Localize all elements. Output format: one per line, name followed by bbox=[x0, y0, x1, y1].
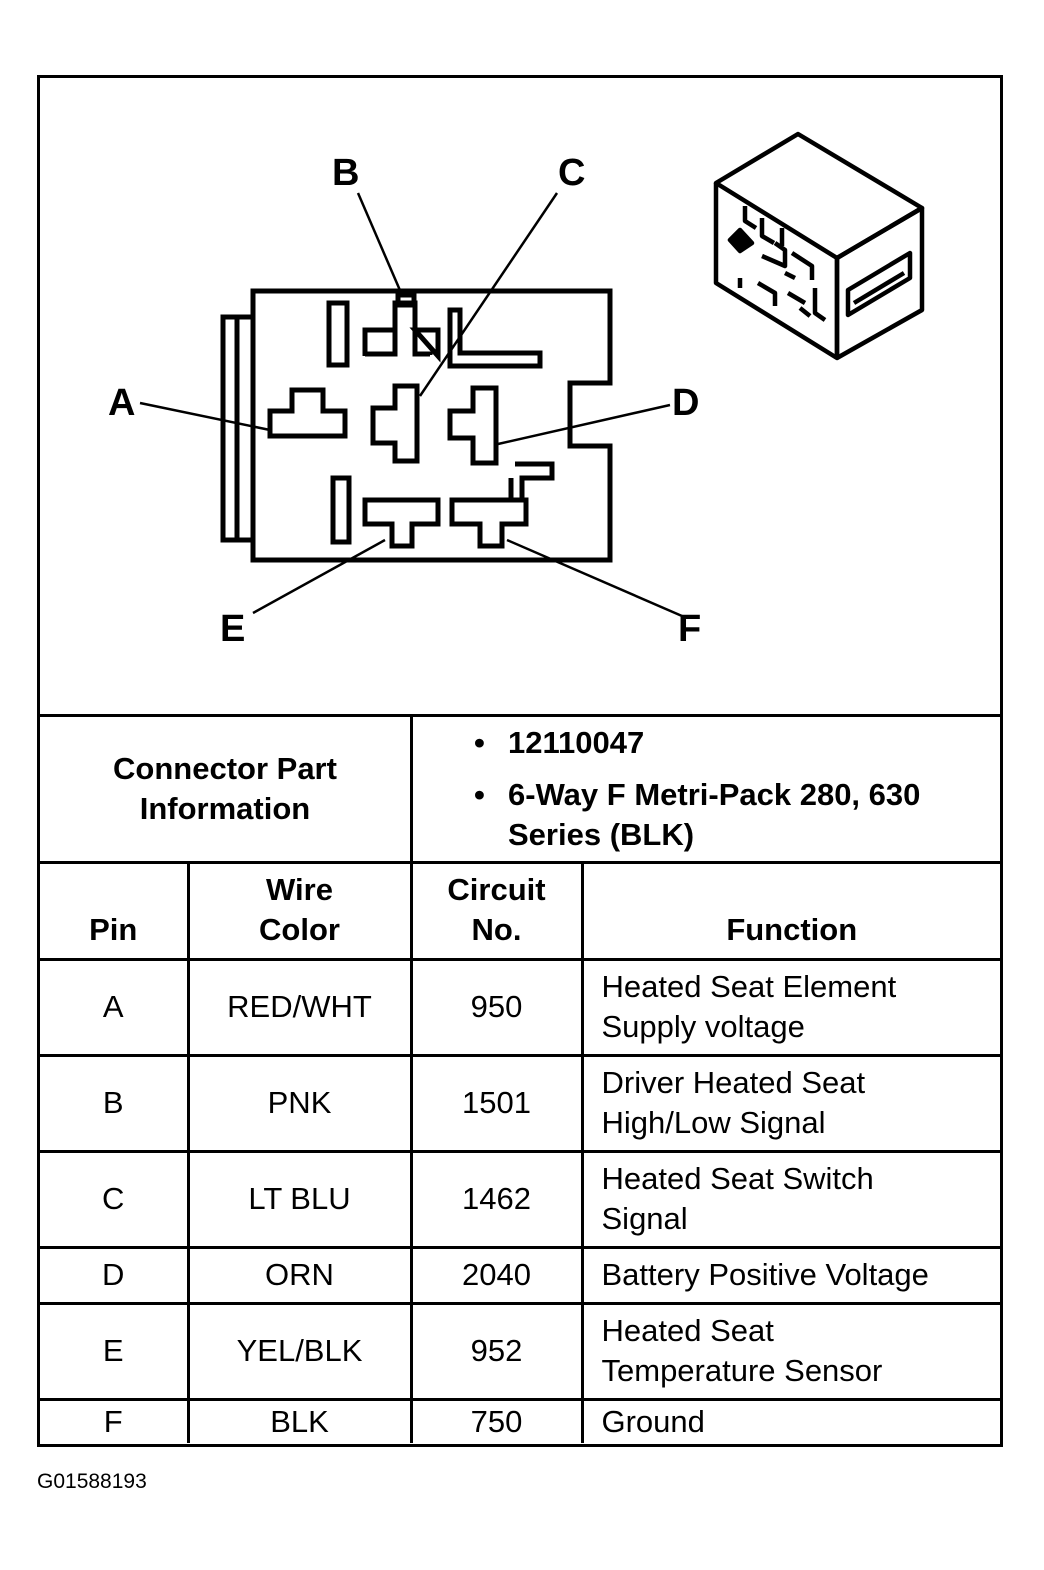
function-line2: Signal bbox=[601, 1201, 688, 1236]
function-cell: Battery Positive Voltage bbox=[580, 1245, 1000, 1305]
function-cell: Heated Seat Element Supply voltage bbox=[580, 957, 1000, 1057]
function-cell: Heated Seat Switch Signal bbox=[580, 1149, 1000, 1249]
terminal-e bbox=[362, 497, 441, 549]
connector-face-view: A B C D E F bbox=[108, 131, 925, 650]
circuit-cell: 950 bbox=[409, 957, 584, 1057]
circuit-cell: 952 bbox=[409, 1301, 584, 1401]
header-function: Function bbox=[580, 864, 1000, 961]
function-line1: Heated Seat bbox=[601, 1313, 774, 1348]
leader-line-e bbox=[252, 538, 386, 615]
diagram-frame: A B C D E F bbox=[37, 75, 1003, 1447]
pin-cell: E bbox=[40, 1301, 190, 1401]
leader-line-c bbox=[418, 192, 559, 397]
connector-diagram: A B C D E F bbox=[40, 78, 1000, 718]
table-row: D ORN 2040 Battery Positive Voltage bbox=[40, 1245, 1000, 1305]
connector-info-list: 12110047 6-Way F Metri-Pack 280, 630 Ser… bbox=[474, 723, 978, 867]
pin-label-e: E bbox=[220, 608, 245, 650]
table-row: C LT BLU 1462 Heated Seat Switch Signal bbox=[40, 1149, 1000, 1249]
header-wire-color: Wire Color bbox=[186, 864, 413, 961]
table-row: E YEL/BLK 952 Heated Seat Temperature Se… bbox=[40, 1301, 1000, 1401]
pin-cell: A bbox=[40, 957, 190, 1057]
leader-line-a bbox=[139, 401, 271, 432]
terminal-d bbox=[447, 385, 499, 466]
function-line1: Driver Heated Seat bbox=[601, 1065, 866, 1100]
circuit-cell: 1501 bbox=[409, 1053, 584, 1153]
connector-info-label-line1: Connector Part bbox=[113, 751, 337, 786]
pin-label-f: F bbox=[678, 608, 701, 650]
wire-color-cell: ORN bbox=[186, 1245, 413, 1305]
wire-color-cell: RED/WHT bbox=[186, 957, 413, 1057]
connector-info-label-line2: Information bbox=[139, 791, 311, 826]
header-wire-color-line2: Color bbox=[259, 911, 340, 947]
table-row: B PNK 1501 Driver Heated Seat High/Low S… bbox=[40, 1053, 1000, 1153]
leader-line-d bbox=[497, 403, 671, 446]
function-line1: Battery Positive Voltage bbox=[601, 1257, 929, 1292]
terminal-c bbox=[370, 383, 420, 464]
header-pin: Pin bbox=[40, 864, 190, 961]
leader-line-f bbox=[506, 538, 683, 618]
terminal-f bbox=[449, 497, 529, 549]
header-circuit-no: Circuit No. bbox=[409, 864, 584, 961]
wire-color-cell: PNK bbox=[186, 1053, 413, 1153]
header-wire-color-line1: Wire bbox=[266, 871, 333, 907]
pinout-table: Pin Wire Color Circuit No. Function A RE… bbox=[40, 864, 1000, 1443]
wire-color-cell: LT BLU bbox=[186, 1149, 413, 1249]
circuit-cell: 1462 bbox=[409, 1149, 584, 1249]
table-header-row: Pin Wire Color Circuit No. Function bbox=[40, 864, 1000, 961]
wire-color-cell: YEL/BLK bbox=[186, 1301, 413, 1401]
function-line2: Supply voltage bbox=[601, 1009, 805, 1044]
pin-label-c: C bbox=[558, 152, 585, 194]
connector-slot bbox=[330, 475, 352, 545]
function-cell: Heated Seat Temperature Sensor bbox=[580, 1301, 1000, 1401]
function-line2: Temperature Sensor bbox=[601, 1353, 883, 1388]
pin-cell: D bbox=[40, 1245, 190, 1305]
terminal-a bbox=[267, 387, 348, 439]
circuit-cell: 2040 bbox=[409, 1245, 584, 1305]
header-circuit-line2: No. bbox=[471, 911, 522, 947]
part-number: 12110047 bbox=[474, 723, 978, 763]
function-line1: Ground bbox=[601, 1403, 705, 1439]
pin-label-d: D bbox=[672, 382, 699, 424]
table-row: A RED/WHT 950 Heated Seat Element Supply… bbox=[40, 957, 1000, 1057]
connector-slot bbox=[326, 300, 350, 368]
leader-line-b bbox=[356, 192, 404, 296]
header-circuit-line1: Circuit bbox=[447, 871, 546, 907]
pin-label-a: A bbox=[108, 382, 135, 424]
function-line2: High/Low Signal bbox=[601, 1105, 826, 1140]
pin-cell: F bbox=[40, 1397, 190, 1443]
connector-3d-view bbox=[713, 131, 925, 361]
wire-color-cell: BLK bbox=[186, 1397, 413, 1443]
connector-body-outline bbox=[250, 288, 613, 563]
function-cell: Driver Heated Seat High/Low Signal bbox=[580, 1053, 1000, 1153]
pin-cell: C bbox=[40, 1149, 190, 1249]
function-line1: Heated Seat Switch bbox=[601, 1161, 874, 1196]
connector-key bbox=[515, 461, 555, 498]
function-line1: Heated Seat Element bbox=[601, 969, 897, 1004]
function-cell: Ground bbox=[580, 1397, 1000, 1443]
connector-key bbox=[447, 307, 543, 369]
pin-label-b: B bbox=[332, 152, 359, 194]
circuit-cell: 750 bbox=[409, 1397, 584, 1443]
connector-info-label: Connector Part Information bbox=[40, 717, 413, 861]
figure-id-caption: G01588193 bbox=[37, 1470, 147, 1493]
connector-part-info: Connector Part Information 12110047 6-Wa… bbox=[40, 714, 1000, 864]
pin-cell: B bbox=[40, 1053, 190, 1153]
table-row: F BLK 750 Ground bbox=[40, 1397, 1000, 1443]
connector-description: 6-Way F Metri-Pack 280, 630 Series (BLK) bbox=[474, 775, 978, 855]
